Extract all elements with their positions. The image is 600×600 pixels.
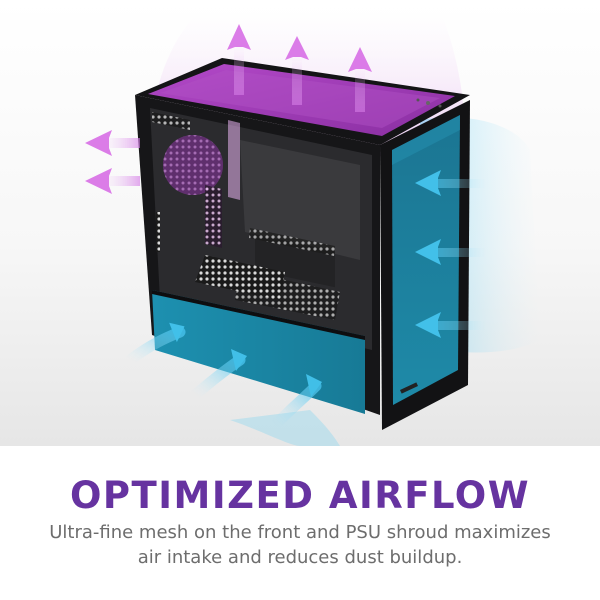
headline: OPTIMIZED AIRFLOW [69,474,531,517]
exhaust-arrow-left-icon [85,130,140,194]
case-airflow-illustration [85,10,540,446]
exhaust-arrow-up-icon [227,24,372,112]
product-hero-image [0,0,600,446]
intake-arrow-left-icon [415,170,487,338]
subtitle: Ultra-fine mesh on the front and PSU shr… [49,522,551,568]
intake-arrow-up-right-icon [124,322,322,431]
